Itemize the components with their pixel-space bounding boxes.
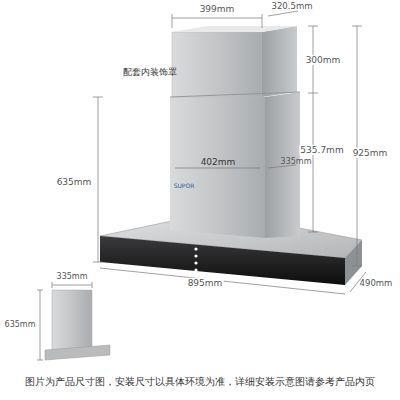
dimension-label: 配套内装饰罩: [122, 67, 178, 77]
caption: 图片为产品尺寸图，安装尺寸以具体环境为准，详细安装示意图请参考产品内页: [24, 377, 376, 388]
brand-logo: SUPOR: [173, 183, 196, 190]
dimension-label: 895mm: [187, 278, 224, 288]
dimension-label: 335mm: [56, 272, 89, 281]
dimension-label: 402mm: [200, 157, 237, 167]
dimension-label: 925mm: [352, 148, 389, 158]
dimension-label: 335mm: [280, 157, 313, 166]
dimension-label: 490mm: [359, 279, 394, 289]
dimension-label: 320.5mm: [271, 2, 314, 12]
dimension-label: 635mm: [56, 177, 93, 187]
dimension-label: 635mm: [4, 320, 37, 329]
dimension-label: 535.7mm: [299, 145, 344, 155]
dimension-label: 300mm: [305, 55, 342, 65]
dimension-label: 399mm: [199, 4, 236, 14]
